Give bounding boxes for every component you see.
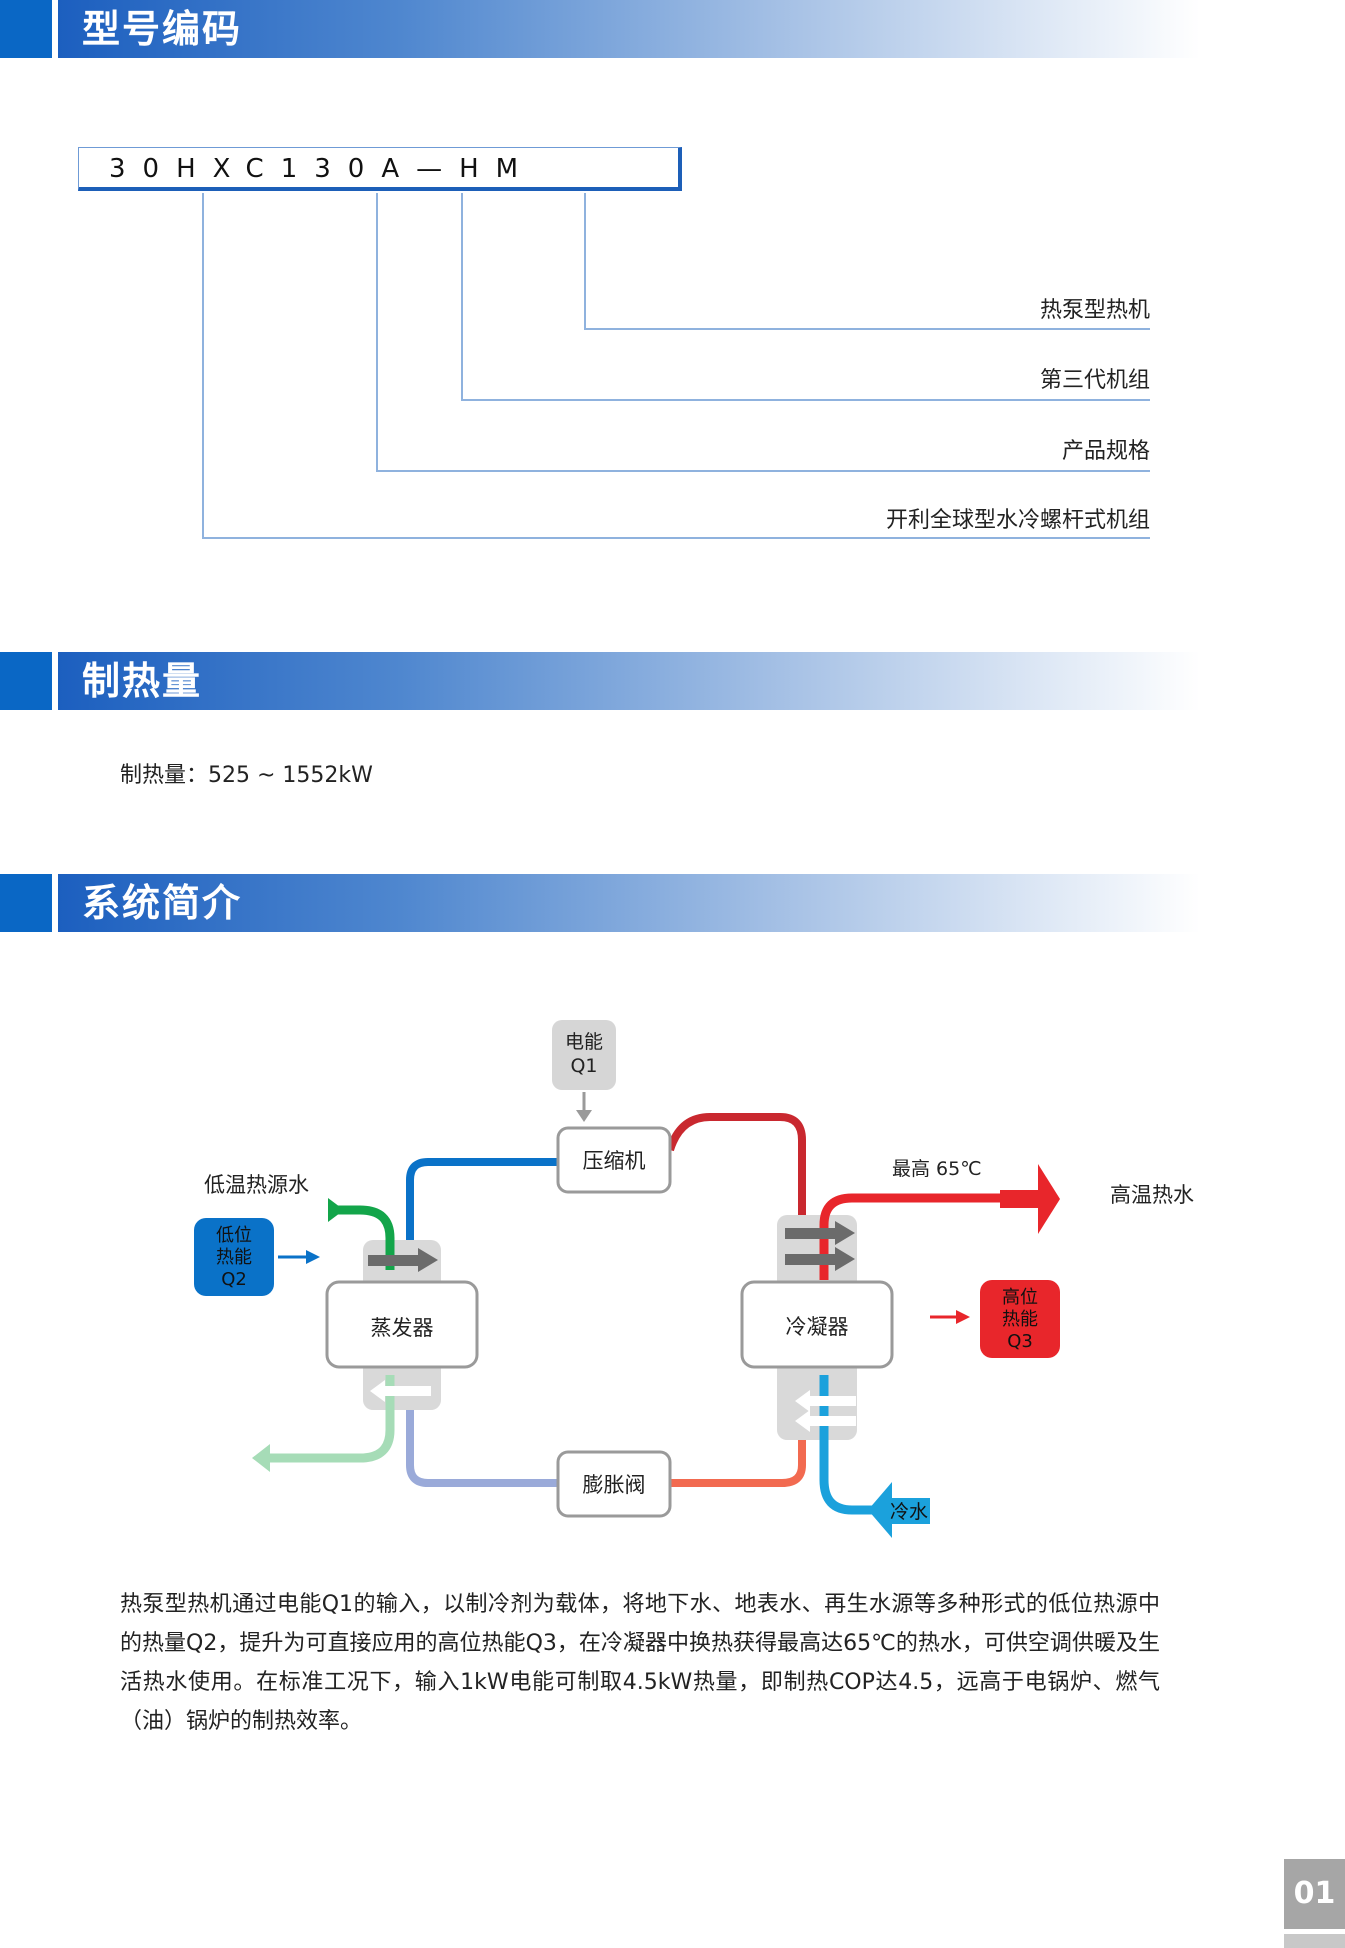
- section-band: [58, 874, 1200, 932]
- legend-label: 开利全球型水冷螺杆式机组: [885, 508, 1150, 533]
- arrow-heat-icon: [835, 1247, 855, 1271]
- compressor-box: [556, 1126, 672, 1194]
- evaporator-label: 蒸发器: [371, 1316, 434, 1340]
- arrow-heat-icon: [835, 1221, 855, 1245]
- legend-label: 产品规格: [1061, 439, 1150, 464]
- leader-line: [461, 399, 1150, 401]
- electric-energy-q: Q1: [570, 1055, 597, 1077]
- low-energy-badge: [194, 1218, 274, 1296]
- pipe-liquid-low: [406, 1375, 560, 1487]
- legend-label: 第三代机组: [1039, 368, 1150, 393]
- electric-energy-label: 电能: [565, 1031, 603, 1053]
- section-band: [58, 0, 1200, 58]
- condenser-box: [740, 1280, 894, 1369]
- page-number: 01: [1284, 1859, 1345, 1929]
- pipe-discharge: [666, 1113, 806, 1270]
- arrow-heat-out-icon: [370, 1380, 385, 1402]
- section-title: 制热量: [82, 659, 203, 703]
- section-accent: [0, 0, 52, 58]
- section-accent: [0, 652, 52, 710]
- model-code-box: 30HXC130A—HM: [78, 147, 682, 191]
- arrow-hot-water-icon: [1038, 1164, 1060, 1234]
- expansion-valve-box: [556, 1450, 672, 1518]
- pipe-hot-water: [819, 1193, 1055, 1280]
- low-energy-line: 低位: [216, 1225, 252, 1246]
- pipe-suction: [406, 1158, 560, 1270]
- cold-water-badge: [890, 1498, 930, 1524]
- low-energy-line: Q2: [221, 1269, 247, 1290]
- legend-label: 热泵型热机: [1039, 298, 1150, 323]
- low-energy-line: 热能: [216, 1247, 252, 1268]
- arrow-down-icon: [576, 1110, 592, 1122]
- arrow-heat-in-icon: [418, 1248, 438, 1272]
- condenser-label: 冷凝器: [786, 1315, 849, 1339]
- high-energy-line: 热能: [1002, 1309, 1038, 1330]
- leader-line: [376, 470, 1150, 472]
- arrow-right-icon: [956, 1310, 970, 1324]
- leader-line: [202, 537, 1150, 539]
- section-title: 型号编码: [82, 7, 243, 51]
- arrow-source-in: [328, 1198, 344, 1222]
- hot-water-label: 高温热水: [1110, 1183, 1194, 1207]
- cold-water-label: 冷水: [890, 1501, 928, 1523]
- section-header-system: 系统简介: [0, 874, 1200, 932]
- arrow-return-icon: [795, 1390, 810, 1412]
- high-energy-line: Q3: [1007, 1331, 1033, 1352]
- heat-pump-diagram: 蒸发器 压缩机 电能 Q1 膨胀阀 冷水 冷凝器 低温热源水 最高 65℃ 高温…: [194, 1020, 1194, 1538]
- leader-line: [584, 328, 1150, 330]
- arrow-right-icon: [306, 1250, 320, 1264]
- pipe-source-out: [268, 1375, 395, 1463]
- page-number-strip: [1284, 1934, 1345, 1948]
- pipe-source-in: [330, 1205, 395, 1270]
- compressor-label: 压缩机: [583, 1149, 646, 1173]
- pipe-liquid-high: [670, 1375, 806, 1487]
- evaporator-box: [325, 1280, 479, 1369]
- section-header-model: 型号编码: [0, 0, 1200, 58]
- leader-line: [584, 193, 586, 328]
- arrow-cold-water-icon: [868, 1482, 892, 1538]
- model-code: 30HXC130A—HM: [109, 154, 536, 184]
- expansion-valve-label: 膨胀阀: [583, 1473, 646, 1497]
- low-temp-source-label: 低温热源水: [204, 1173, 309, 1197]
- high-energy-badge: [980, 1280, 1060, 1358]
- electric-energy-box: [552, 1020, 616, 1090]
- max-temp-label: 最高 65℃: [892, 1158, 982, 1180]
- leader-line: [202, 193, 204, 537]
- high-energy-line: 高位: [1002, 1287, 1038, 1308]
- pipe-cold-water: [819, 1375, 915, 1515]
- arrow-return-icon: [795, 1410, 810, 1432]
- system-intro-text: 热泵型热机通过电能Q1的输入，以制冷剂为载体，将地下水、地表水、再生水源等多种形…: [120, 1592, 1160, 1734]
- leader-line: [461, 193, 463, 399]
- arrow-source-out: [252, 1444, 270, 1472]
- capacity-text: 制热量：525 ~ 1552kW: [120, 763, 373, 788]
- section-accent: [0, 874, 52, 932]
- leader-line: [376, 193, 378, 470]
- section-band: [58, 652, 1200, 710]
- section-header-capacity: 制热量: [0, 652, 1200, 710]
- section-title: 系统简介: [82, 881, 243, 925]
